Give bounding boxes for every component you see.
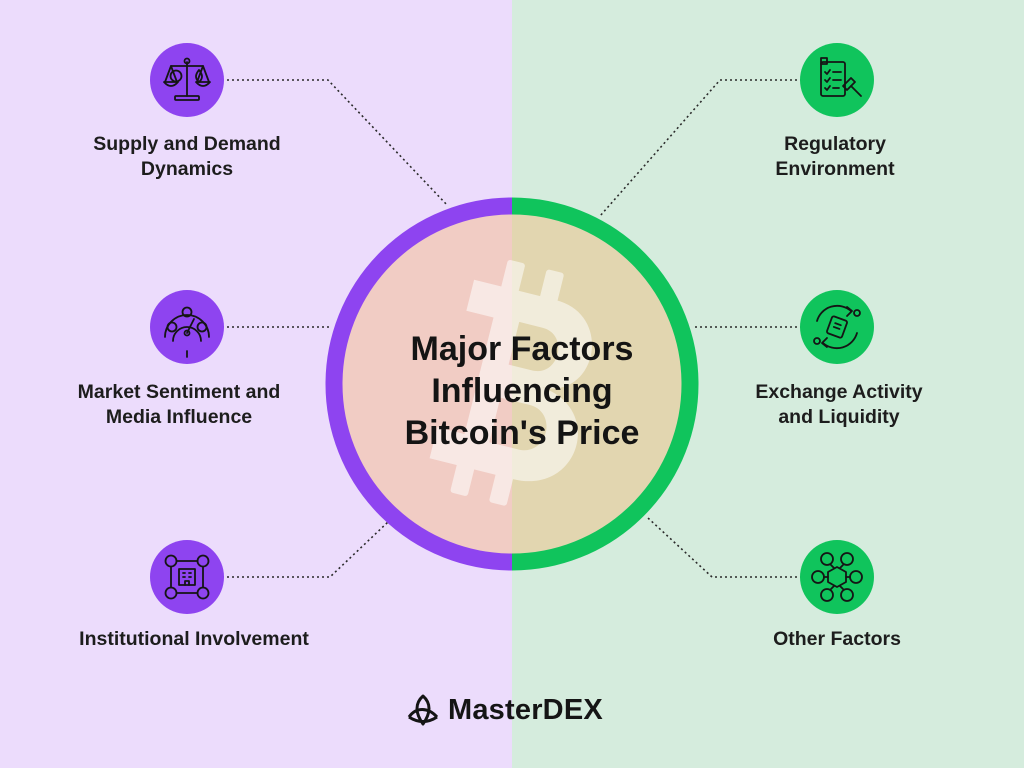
- brand-footer: MasterDEX: [406, 692, 603, 728]
- connector-institutional: [222, 521, 389, 578]
- title-line: Influencing: [431, 372, 613, 410]
- factor-label-institutional: Institutional Involvement: [44, 627, 344, 652]
- title-line: Major Factors: [410, 330, 634, 368]
- factor-label-market-sentiment: Market Sentiment and Media Influence: [29, 380, 329, 430]
- factor-label-exchange: Exchange Activity and Liquidity: [689, 380, 989, 430]
- factor-label-line: Supply and Demand: [93, 133, 281, 155]
- factor-label-line: Market Sentiment and: [77, 381, 281, 403]
- factor-label-line: Exchange Activity: [755, 381, 923, 403]
- factor-label-line: Institutional Involvement: [79, 628, 309, 650]
- bitcoin-watermark-icon: [429, 259, 592, 506]
- factor-label-line: Other Factors: [773, 628, 901, 650]
- connector-regulatory: [599, 79, 802, 217]
- connector-lines: [222, 79, 802, 578]
- connector-supply-demand: [222, 79, 449, 207]
- regulation-checklist-gavel-icon: [800, 43, 874, 117]
- factor-label-other: Other Factors: [687, 627, 987, 652]
- institution-network-icon: [150, 540, 224, 614]
- factor-label-line: and Liquidity: [778, 406, 900, 428]
- title-line: Bitcoin's Price: [404, 414, 640, 452]
- factor-label-line: Dynamics: [140, 158, 234, 180]
- connected-factors-icon: [800, 540, 874, 614]
- central-circle: [325, 197, 699, 571]
- factor-label-line: Environment: [775, 158, 895, 180]
- masterdex-logo-icon: [407, 694, 439, 726]
- scales-balance-icon: [150, 43, 224, 117]
- central-ring-purple: [325, 197, 512, 571]
- exchange-cycle-icon: [800, 290, 874, 364]
- factor-label-regulatory: Regulatory Environment: [685, 132, 985, 182]
- central-ring-green: [512, 197, 699, 571]
- sentiment-gauge-icon: [150, 290, 224, 364]
- factor-label-line: Media Influence: [105, 406, 253, 428]
- factor-label-line: Regulatory: [784, 133, 886, 155]
- connector-other: [647, 517, 802, 578]
- diagram-title: Major Factors Influencing Bitcoin's Pric…: [362, 328, 682, 454]
- factor-label-supply-demand: Supply and Demand Dynamics: [37, 132, 337, 182]
- brand-name: MasterDEX: [448, 693, 603, 726]
